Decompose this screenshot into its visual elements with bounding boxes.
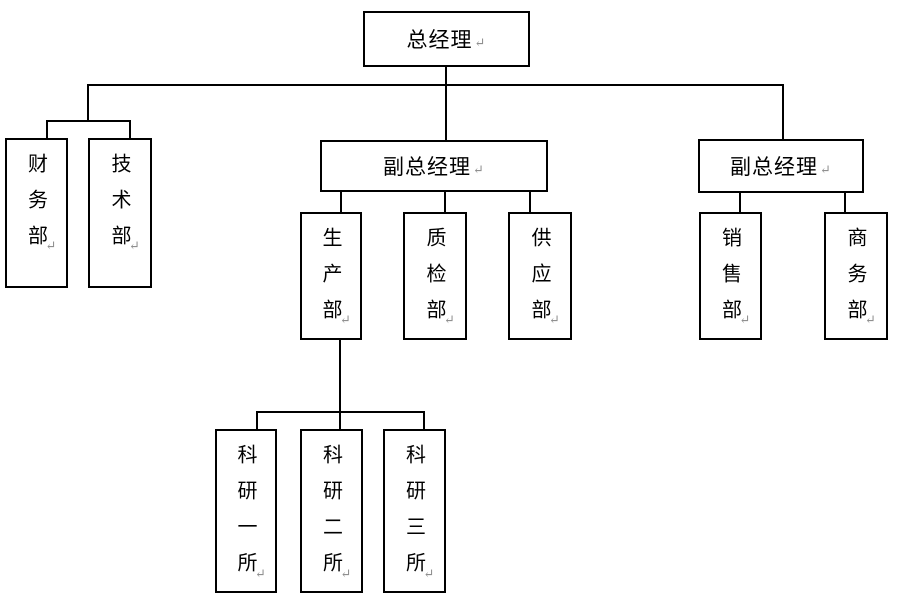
paragraph-mark-icon: ↵: [549, 313, 560, 328]
org-node-sales-dept[interactable]: 销售部 ↵: [699, 212, 762, 340]
org-node-general-manager[interactable]: 总经理 ↵: [363, 11, 530, 67]
org-node-deputy-gm-center[interactable]: 副总经理 ↵: [320, 140, 548, 192]
paragraph-mark-icon: ↵: [473, 162, 485, 178]
paragraph-mark-icon: ↵: [255, 567, 266, 582]
node-label: 生产部: [319, 227, 343, 335]
paragraph-mark-icon: ↵: [444, 313, 455, 328]
node-label: 财务部: [24, 153, 49, 261]
paragraph-mark-icon: ↵: [423, 567, 435, 582]
org-node-deputy-gm-right[interactable]: 副总经理 ↵: [698, 139, 864, 193]
org-node-commerce-dept[interactable]: 商务部 ↵: [824, 212, 888, 340]
org-node-quality-inspection-dept[interactable]: 质检部 ↵: [403, 212, 467, 340]
node-label: 供应部: [528, 227, 552, 335]
org-node-supply-dept[interactable]: 供应部 ↵: [508, 212, 572, 340]
node-label: 总经理: [406, 28, 473, 52]
paragraph-mark-icon: ↵: [340, 313, 351, 328]
node-label: 副总经理: [383, 155, 472, 179]
node-label: 副总经理: [730, 155, 819, 179]
org-node-technology-dept[interactable]: 技术部 ↵: [88, 138, 152, 288]
org-node-finance-dept[interactable]: 财务部 ↵: [5, 138, 68, 288]
org-node-research-institute-1[interactable]: 科研一所 ↵: [215, 429, 277, 593]
paragraph-mark-icon: ↵: [739, 313, 751, 328]
paragraph-mark-icon: ↵: [474, 35, 487, 51]
node-label: 科研三所: [402, 444, 427, 588]
node-label: 商务部: [844, 227, 868, 335]
paragraph-mark-icon: ↵: [820, 162, 832, 178]
org-node-production-dept[interactable]: 生产部 ↵: [300, 212, 362, 340]
node-label: 技术部: [108, 153, 132, 261]
node-label: 销售部: [718, 227, 743, 335]
paragraph-mark-icon: ↵: [340, 567, 352, 582]
org-node-research-institute-3[interactable]: 科研三所 ↵: [383, 429, 446, 593]
paragraph-mark-icon: ↵: [45, 239, 57, 254]
node-label: 科研二所: [319, 444, 344, 588]
paragraph-mark-icon: ↵: [129, 239, 140, 254]
node-label: 质检部: [423, 227, 447, 335]
org-node-research-institute-2[interactable]: 科研二所 ↵: [300, 429, 363, 593]
node-label: 科研一所: [234, 444, 258, 588]
paragraph-mark-icon: ↵: [865, 313, 876, 328]
